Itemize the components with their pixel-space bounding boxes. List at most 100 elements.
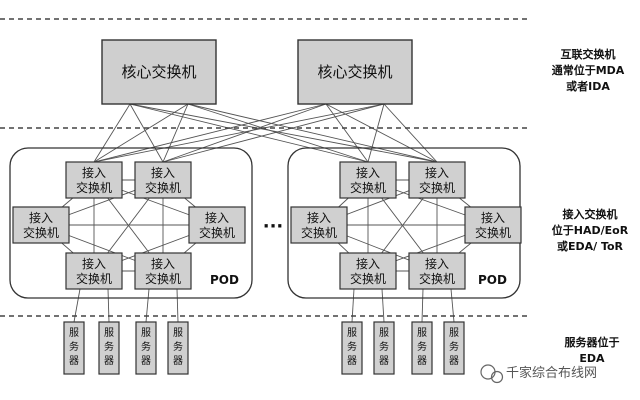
server: 服务器 [63, 321, 85, 375]
server-layer-label: 服务器位于 EDA [565, 335, 620, 365]
server-link [107, 288, 110, 323]
uplink [129, 103, 438, 163]
server-label: 服 [347, 327, 357, 339]
access-switch-label: 接入 [151, 165, 175, 180]
access-switch: 接入交换机 [65, 161, 123, 199]
server-link [73, 288, 81, 323]
access-switch-label: 交换机 [76, 180, 112, 195]
core-layer-label-line: 通常位于MDA [552, 63, 625, 77]
watermark-text: 千家综合布线网 [506, 365, 597, 381]
access-switch-label: 接入 [356, 165, 380, 180]
access-switch: 接入交换机 [188, 206, 246, 244]
core-layer-label: 互联交换机 通常位于MDA 或者IDA [552, 47, 625, 93]
access-switch-label: 交换机 [23, 225, 59, 240]
core-switch-box [101, 39, 217, 105]
server-label: 务 [104, 340, 114, 353]
uplink [93, 103, 385, 163]
access-switch-box [464, 206, 522, 244]
access-switch-label: 接入 [82, 256, 106, 271]
server-box [341, 321, 363, 375]
server-label: 务 [449, 340, 459, 353]
server: 服务器 [167, 321, 189, 375]
server: 服务器 [411, 321, 433, 375]
server: 服务器 [443, 321, 465, 375]
core-switch-label: 核心交换机 [121, 63, 196, 81]
server-box [411, 321, 433, 375]
uplink [162, 103, 189, 163]
server-label: 服 [104, 327, 114, 339]
server-label: 器 [379, 355, 389, 367]
server-link [145, 288, 150, 323]
server: 服务器 [135, 321, 157, 375]
server-layer-label-line: 服务器位于 [565, 335, 620, 349]
server-link [351, 288, 355, 323]
access-layer-label: 接入交换机 位于HAD/EoR 或EDA/ ToR [552, 207, 629, 253]
access-switch-box [12, 206, 70, 244]
access-switch: 接入交换机 [464, 206, 522, 244]
pod-container [9, 147, 253, 299]
uplink [325, 103, 438, 163]
core-switch: 核心交换机 [101, 39, 217, 105]
uplink [93, 103, 189, 163]
server-label: 服 [141, 327, 151, 339]
server-label: 服 [417, 327, 427, 339]
access-switch: 接入交换机 [290, 206, 348, 244]
core-layer-label-line: 或者IDA [566, 79, 610, 93]
access-switch-label: 交换机 [350, 180, 386, 195]
server-label: 器 [104, 355, 114, 367]
server: 服务器 [373, 321, 395, 375]
server-label: 务 [173, 340, 183, 353]
uplink [187, 103, 369, 163]
access-switch-label: 接入 [29, 210, 53, 225]
server-label: 服 [379, 327, 389, 339]
server-label: 器 [173, 355, 183, 367]
access-switch-label: 交换机 [301, 225, 337, 240]
server-label: 务 [69, 340, 79, 353]
access-switch-box [408, 161, 466, 199]
access-switch-box [65, 252, 123, 290]
uplink [93, 103, 327, 163]
access-switch-box [339, 252, 397, 290]
access-switch-box [408, 252, 466, 290]
uplink [383, 103, 438, 163]
server-label: 务 [417, 340, 427, 353]
access-layer-label-line: 接入交换机 [563, 207, 618, 221]
access-switch-label: 接入 [205, 210, 229, 225]
access-switch-label: 接入 [425, 165, 449, 180]
access-switch-label: 接入 [481, 210, 505, 225]
core-switch: 核心交换机 [297, 39, 413, 105]
server-label: 服 [173, 327, 183, 339]
pod-label: POD [478, 273, 507, 287]
pod-label: POD [210, 273, 239, 287]
server: 服务器 [341, 321, 363, 375]
wechat-icon-small [490, 370, 504, 384]
core-switch-box [297, 39, 413, 105]
access-switch: 接入交换机 [339, 252, 397, 290]
access-switch-box [188, 206, 246, 244]
server-label: 器 [141, 355, 151, 367]
server-label: 器 [347, 355, 357, 367]
access-switch-label: 交换机 [475, 225, 511, 240]
server-label: 务 [347, 340, 357, 353]
core-layer-label-line: 互联交换机 [561, 47, 616, 61]
server: 服务器 [98, 321, 120, 375]
access-switch: 接入交换机 [408, 161, 466, 199]
access-switch-label: 交换机 [419, 180, 455, 195]
access-switch-label: 交换机 [199, 225, 235, 240]
server-label: 务 [379, 340, 389, 353]
server-box [98, 321, 120, 375]
server-label: 器 [417, 355, 427, 367]
server-link [176, 288, 179, 323]
access-layer-label-line: 位于HAD/EoR [552, 223, 629, 237]
access-switch-label: 交换机 [419, 271, 455, 286]
uplink [93, 103, 131, 163]
server-box [373, 321, 395, 375]
watermark: 千家综合布线网 [480, 364, 597, 384]
uplink [129, 103, 164, 163]
server-label: 服 [69, 327, 79, 339]
access-switch-label: 交换机 [350, 271, 386, 286]
access-switch: 接入交换机 [339, 161, 397, 199]
pod-ellipsis: ··· [263, 216, 284, 237]
server-box [63, 321, 85, 375]
